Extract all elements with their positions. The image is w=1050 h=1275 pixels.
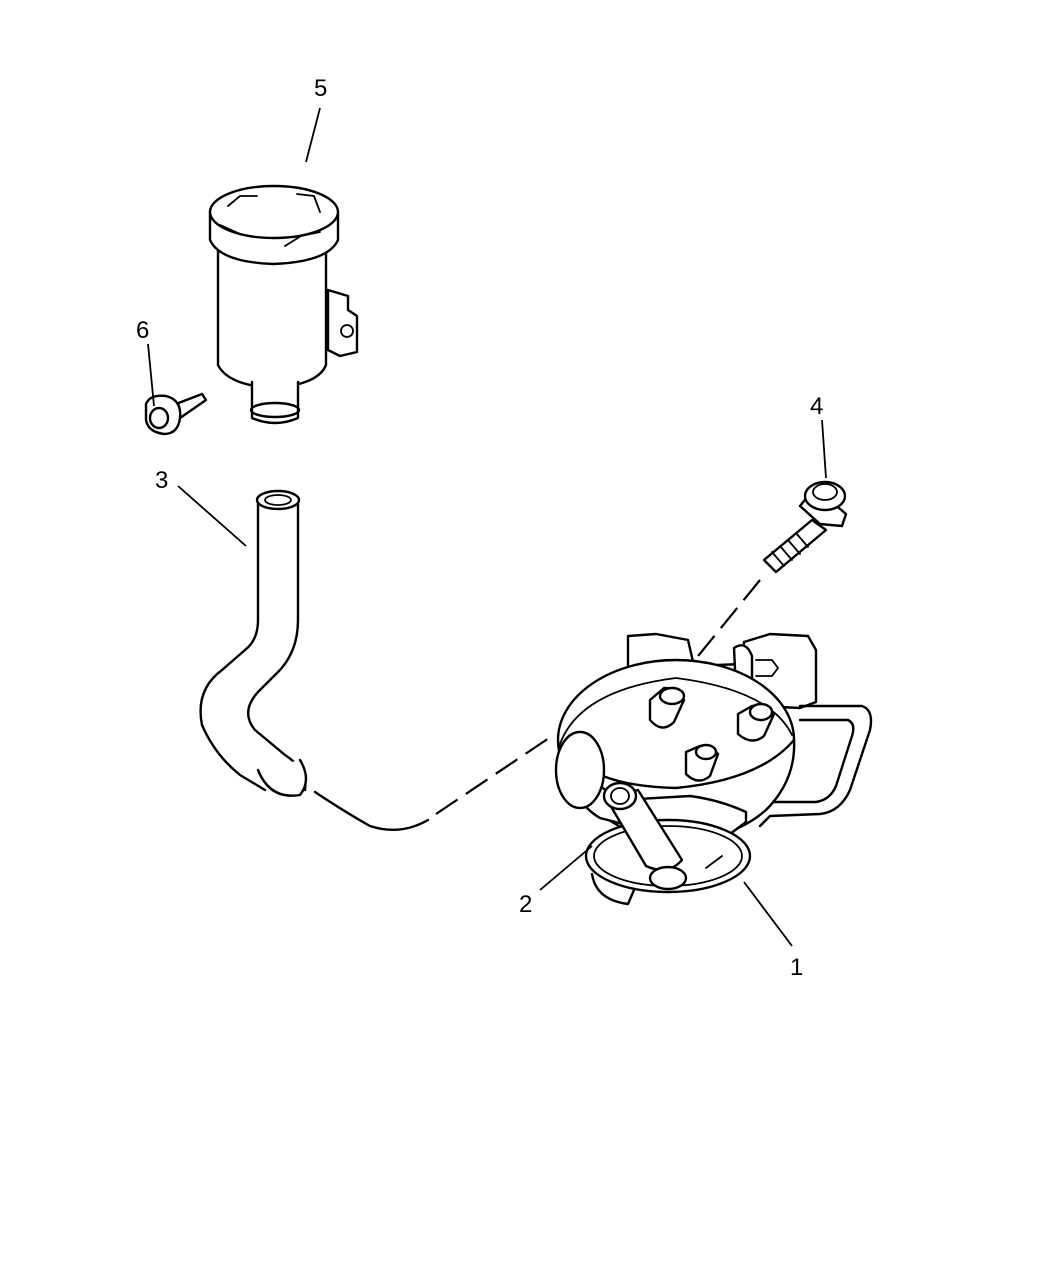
part-3-hose [199,489,308,797]
leader-5 [305,107,321,163]
callout-1: 1 [790,954,803,981]
leader-2 [539,845,593,891]
hose-routing-line [435,735,553,815]
part-6-screw [144,392,208,436]
part-5-canister [208,184,359,425]
leader-1 [743,881,793,947]
callout-5: 5 [314,75,327,102]
callout-4: 4 [810,393,823,420]
callout-6: 6 [136,317,149,344]
leader-3 [177,485,247,547]
part-1-valve [554,632,873,906]
leader-6 [147,343,155,407]
callout-2: 2 [519,891,532,918]
callout-3: 3 [155,467,168,494]
leader-4 [821,419,827,479]
part-4-bolt [671,480,848,689]
